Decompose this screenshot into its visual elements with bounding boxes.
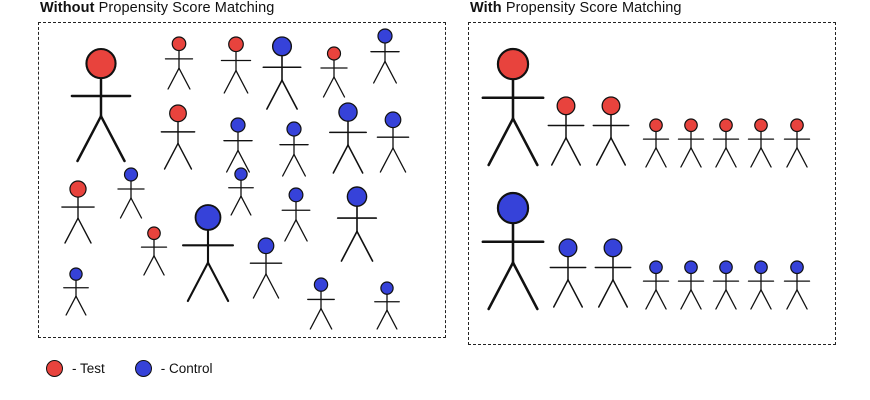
- stick-figure-test: [164, 36, 194, 90]
- stick-figure-test: [747, 118, 775, 168]
- stick-figure-test: [783, 118, 811, 168]
- stick-figure-control: [329, 102, 367, 174]
- stick-figure-control: [249, 237, 283, 299]
- stick-figure-control: [281, 187, 311, 242]
- stick-figure-test: [160, 104, 196, 170]
- stick-figure-test: [712, 118, 740, 168]
- panel-box-without: [38, 22, 446, 338]
- stick-figure-test: [61, 180, 95, 244]
- stick-figure-control: [117, 167, 145, 219]
- stick-figure-control: [181, 204, 235, 303]
- panel-title-without-bold: Without: [40, 0, 95, 16]
- panel-box-with: [468, 22, 836, 345]
- figures-canvas-with: [481, 47, 811, 311]
- stick-figure-test: [220, 36, 252, 94]
- stick-figure-test: [642, 118, 670, 168]
- stick-figure-control: [594, 238, 632, 308]
- stick-figure-control: [376, 111, 410, 173]
- legend-item-control: - Control: [134, 360, 213, 377]
- stick-figure-control: [336, 186, 378, 262]
- legend-label-control: - Control: [160, 361, 213, 376]
- stick-figure-control: [783, 260, 811, 310]
- stick-figure-control: [262, 36, 302, 110]
- panel-title-with-bold: With: [470, 0, 502, 16]
- figures-canvas-without: [61, 28, 410, 330]
- stick-figure-test: [70, 47, 132, 163]
- stick-figure-control: [63, 267, 89, 316]
- stick-figure-control: [747, 260, 775, 310]
- stick-figure-control: [223, 117, 253, 173]
- stick-figure-control: [712, 260, 740, 310]
- panel-title-with: With Propensity Score Matching: [470, 0, 682, 16]
- stick-figure-control: [481, 191, 545, 311]
- legend-label-test: - Test: [72, 361, 105, 376]
- legend: - Test - Control: [46, 360, 213, 377]
- stick-figure-control: [228, 167, 254, 216]
- stick-figure-test: [320, 46, 348, 98]
- stick-figure-control: [374, 281, 400, 330]
- legend-item-test: - Test: [46, 360, 105, 377]
- test-color-icon: [46, 360, 63, 377]
- panel-title-with-rest: Propensity Score Matching: [501, 0, 682, 16]
- stick-figure-control: [307, 277, 335, 330]
- stick-figure-control: [370, 28, 400, 84]
- stick-figure-test: [677, 118, 705, 168]
- stick-figure-test: [140, 226, 168, 276]
- stick-figure-test: [547, 96, 585, 166]
- stick-figure-control: [549, 238, 587, 308]
- stick-figure-test: [592, 96, 630, 166]
- control-color-icon: [134, 360, 152, 377]
- panel-title-without: Without Propensity Score Matching: [40, 0, 274, 16]
- stick-figure-control: [642, 260, 670, 310]
- stick-figure-test: [481, 47, 545, 167]
- stick-figure-control: [279, 121, 309, 177]
- stick-figure-control: [677, 260, 705, 310]
- panel-title-without-rest: Propensity Score Matching: [94, 0, 275, 16]
